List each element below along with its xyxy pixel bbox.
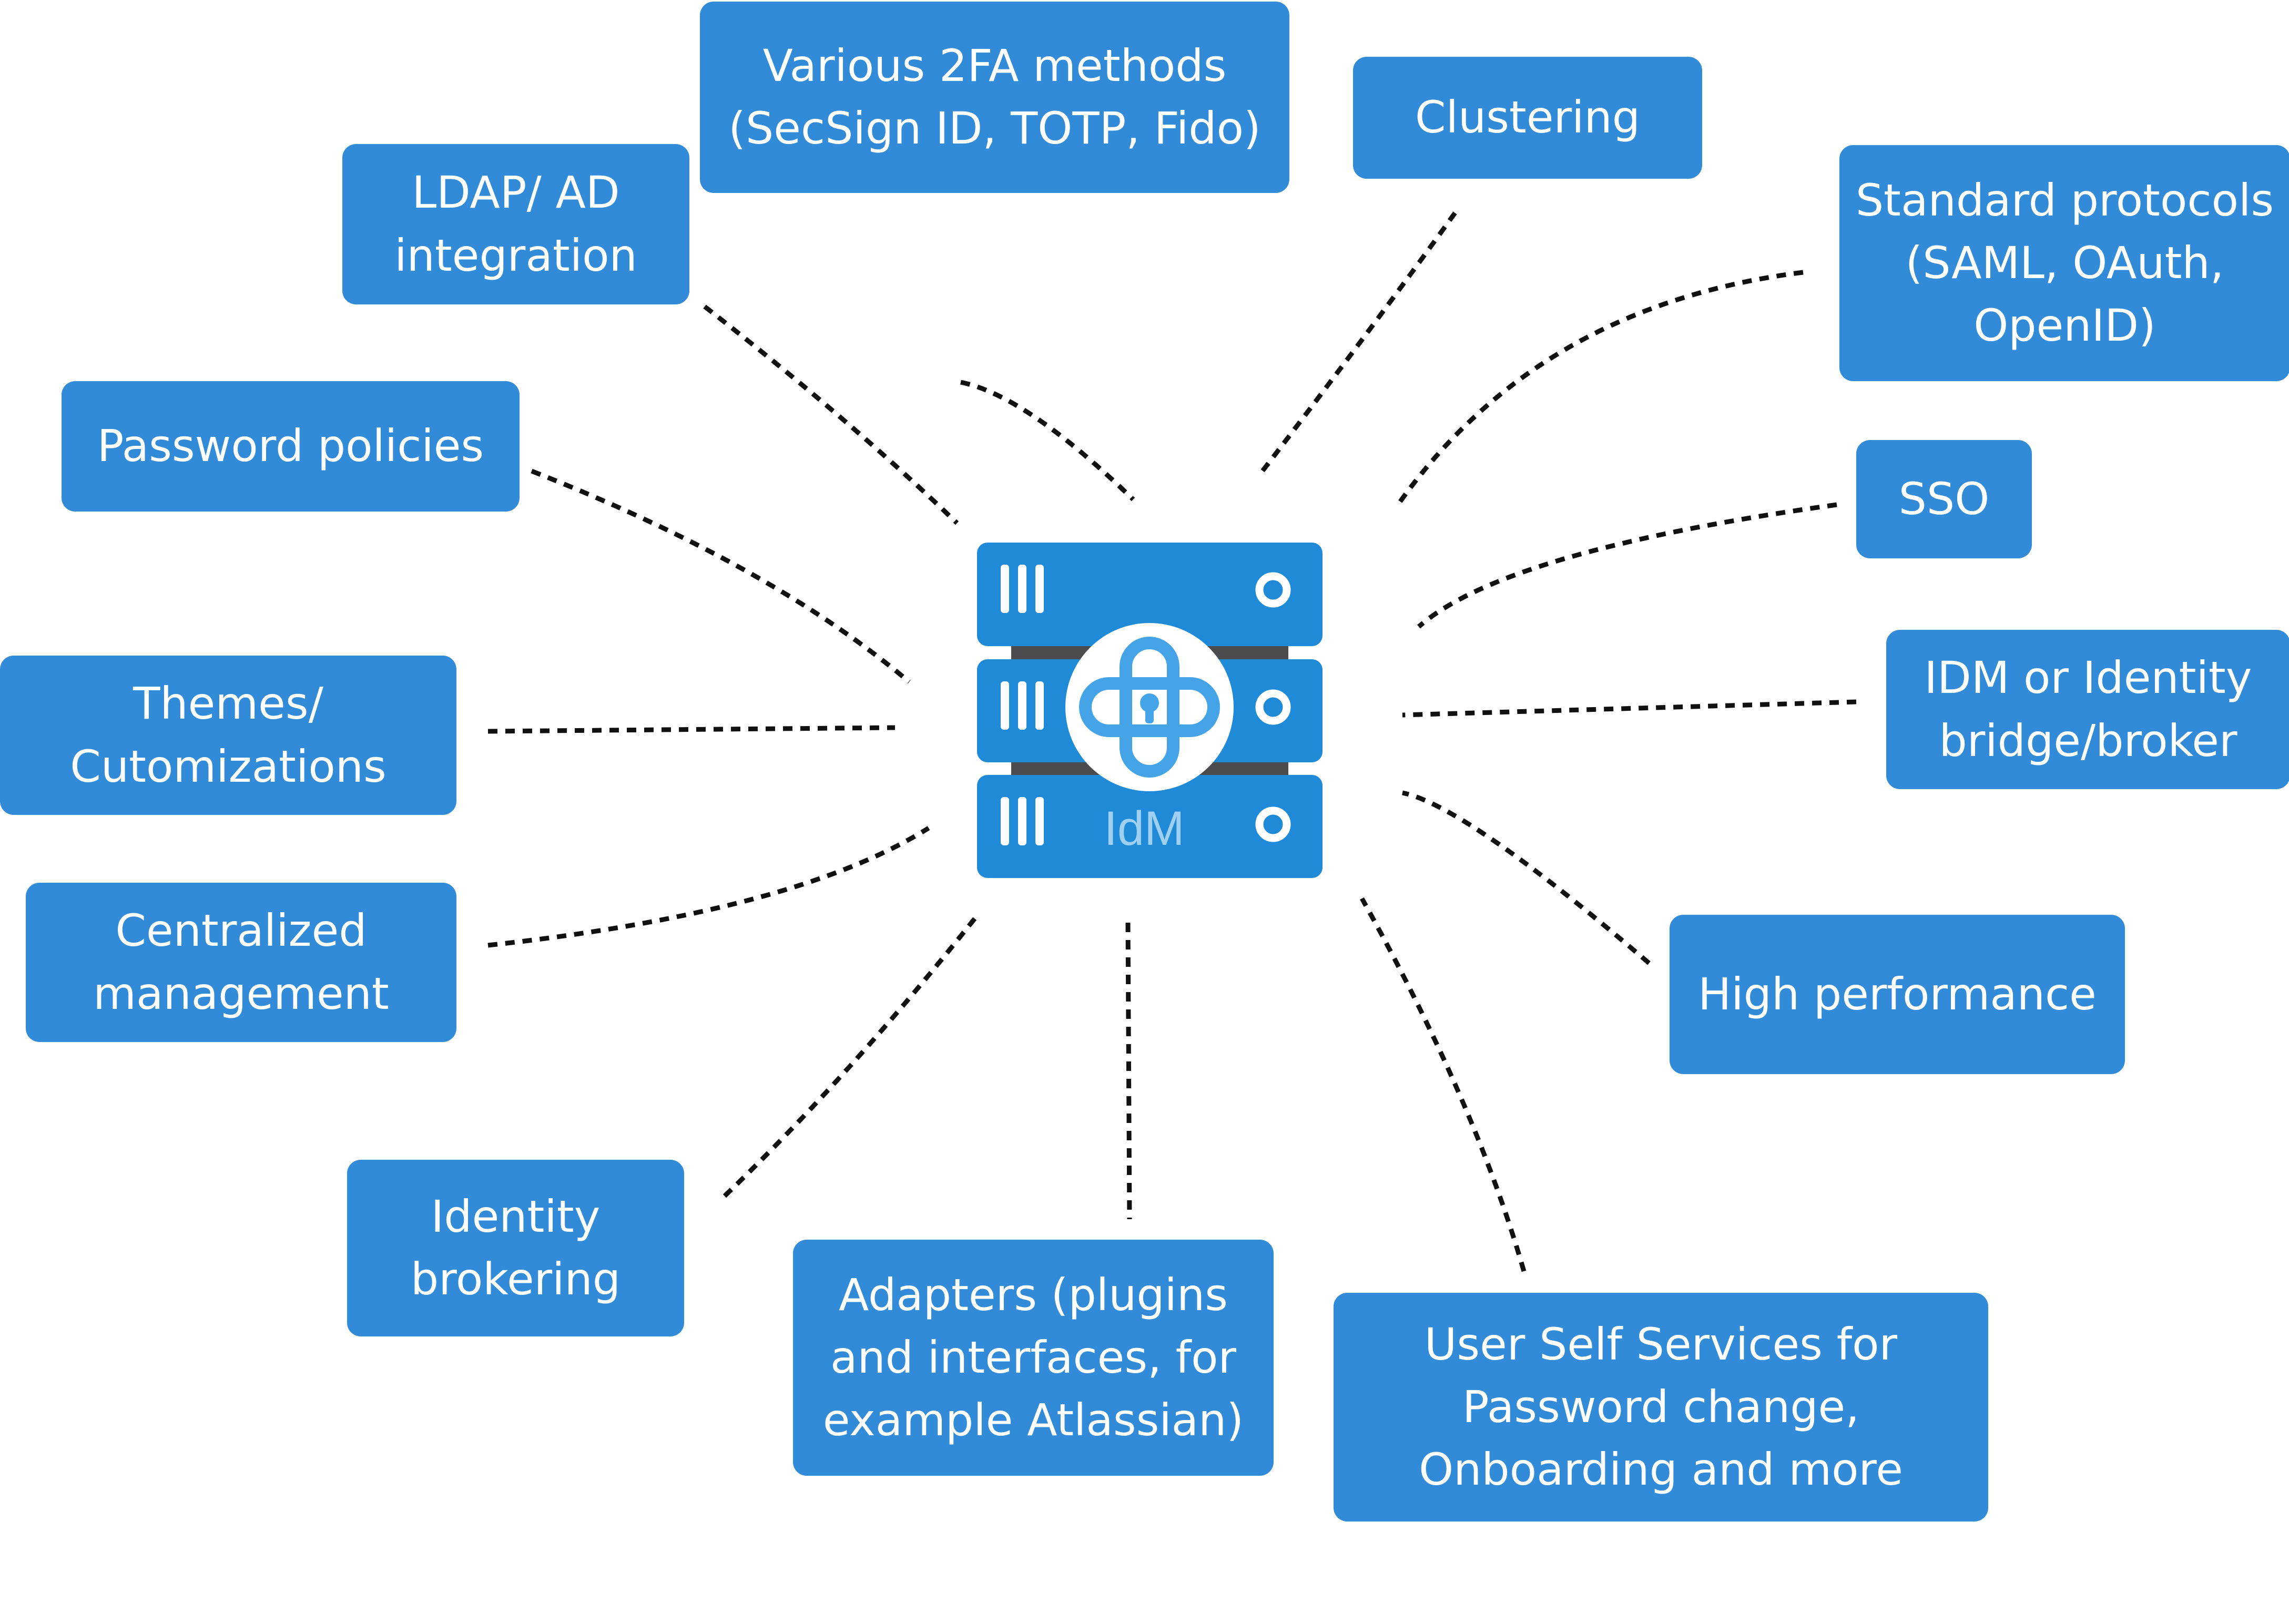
connector-clustering bbox=[1260, 211, 1457, 473]
feature-box-ldap-ad-integration: LDAP/ AD integration bbox=[342, 144, 689, 304]
feature-box-identity-bridge: IDM or Identity bridge/broker bbox=[1886, 630, 2289, 789]
feature-label: Themes/ Cutomizations bbox=[70, 678, 386, 792]
feature-box-clustering: Clustering bbox=[1353, 57, 1702, 179]
feature-label: Clustering bbox=[1415, 91, 1641, 144]
connector-user-self-services bbox=[1360, 897, 1527, 1272]
feature-label: High performance bbox=[1698, 968, 2097, 1020]
server-unit-bottom bbox=[977, 775, 1322, 878]
connector-themes-customizations bbox=[487, 725, 896, 734]
keyhole-icon bbox=[1140, 693, 1159, 712]
connector-two-factor-methods bbox=[960, 380, 1135, 502]
connector-ldap-ad-integration bbox=[703, 304, 959, 525]
feature-label: Centralized management bbox=[93, 905, 389, 1019]
connector-centralized-management bbox=[487, 826, 930, 948]
connector-sso bbox=[1417, 502, 1837, 629]
idm-server-icon: IdM bbox=[977, 543, 1322, 878]
feature-box-two-factor-methods: Various 2FA methods (SecSign ID, TOTP, F… bbox=[700, 2, 1289, 193]
feature-box-sso: SSO bbox=[1856, 440, 2032, 558]
connector-password-policies bbox=[531, 468, 911, 684]
connector-identity-bridge bbox=[1402, 699, 1857, 718]
feature-box-identity-brokering: Identity brokering bbox=[347, 1160, 684, 1336]
feature-label: Various 2FA methods (SecSign ID, TOTP, F… bbox=[728, 39, 1261, 154]
vent-bars-icon bbox=[1001, 565, 1044, 845]
feature-label: SSO bbox=[1898, 473, 1990, 525]
feature-label: LDAP/ AD integration bbox=[394, 167, 637, 281]
feature-label: IDM or Identity bridge/broker bbox=[1924, 652, 2252, 767]
padlock-icon bbox=[1079, 637, 1220, 778]
feature-box-password-policies: Password policies bbox=[62, 381, 520, 512]
feature-box-themes-customizations: Themes/ Cutomizations bbox=[0, 656, 456, 815]
server-unit-top bbox=[977, 543, 1322, 646]
feature-label: Identity brokering bbox=[410, 1190, 621, 1305]
feature-box-user-self-services: User Self Services for Password change, … bbox=[1334, 1293, 1988, 1521]
feature-label: User Self Services for Password change, … bbox=[1419, 1318, 1903, 1496]
connector-identity-brokering bbox=[723, 912, 981, 1198]
feature-label: Adapters (plugins and interfaces, for ex… bbox=[822, 1269, 1244, 1446]
feature-box-high-performance: High performance bbox=[1670, 915, 2125, 1074]
connector-standard-protocols bbox=[1394, 270, 1804, 509]
feature-label: Password policies bbox=[97, 420, 484, 472]
idm-label: IdM bbox=[1104, 802, 1184, 855]
connector-high-performance bbox=[1402, 790, 1651, 965]
feature-box-adapters: Adapters (plugins and interfaces, for ex… bbox=[793, 1240, 1274, 1476]
status-light-icon bbox=[1255, 572, 1291, 842]
feature-box-standard-protocols: Standard protocols (SAML, OAuth, OpenID) bbox=[1839, 145, 2289, 381]
connector-adapters bbox=[1125, 922, 1132, 1220]
feature-box-centralized-management: Centralized management bbox=[26, 883, 456, 1042]
feature-label: Standard protocols (SAML, OAuth, OpenID) bbox=[1855, 174, 2274, 352]
